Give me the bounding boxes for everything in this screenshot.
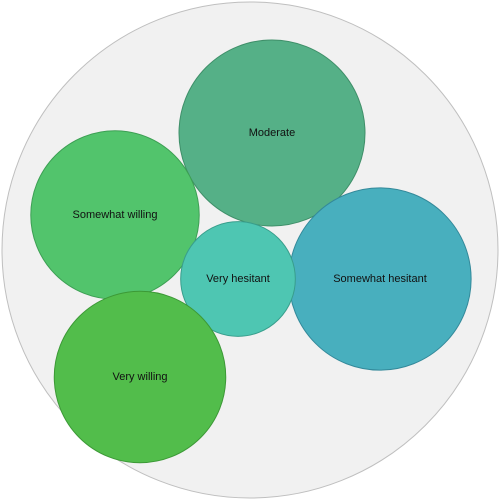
bubble-label-somewhat-hesitant: Somewhat hesitant	[333, 273, 427, 285]
bubble-very-willing[interactable]	[53, 290, 227, 464]
bubble-label-very-willing: Very willing	[112, 371, 167, 383]
bubble-very-hesitant[interactable]	[180, 221, 296, 337]
bubble-label-moderate: Moderate	[249, 127, 295, 139]
bubble-label-very-hesitant: Very hesitant	[206, 273, 270, 285]
bubble-label-somewhat-willing: Somewhat willing	[73, 209, 158, 221]
bubble-moderate[interactable]	[178, 39, 366, 227]
